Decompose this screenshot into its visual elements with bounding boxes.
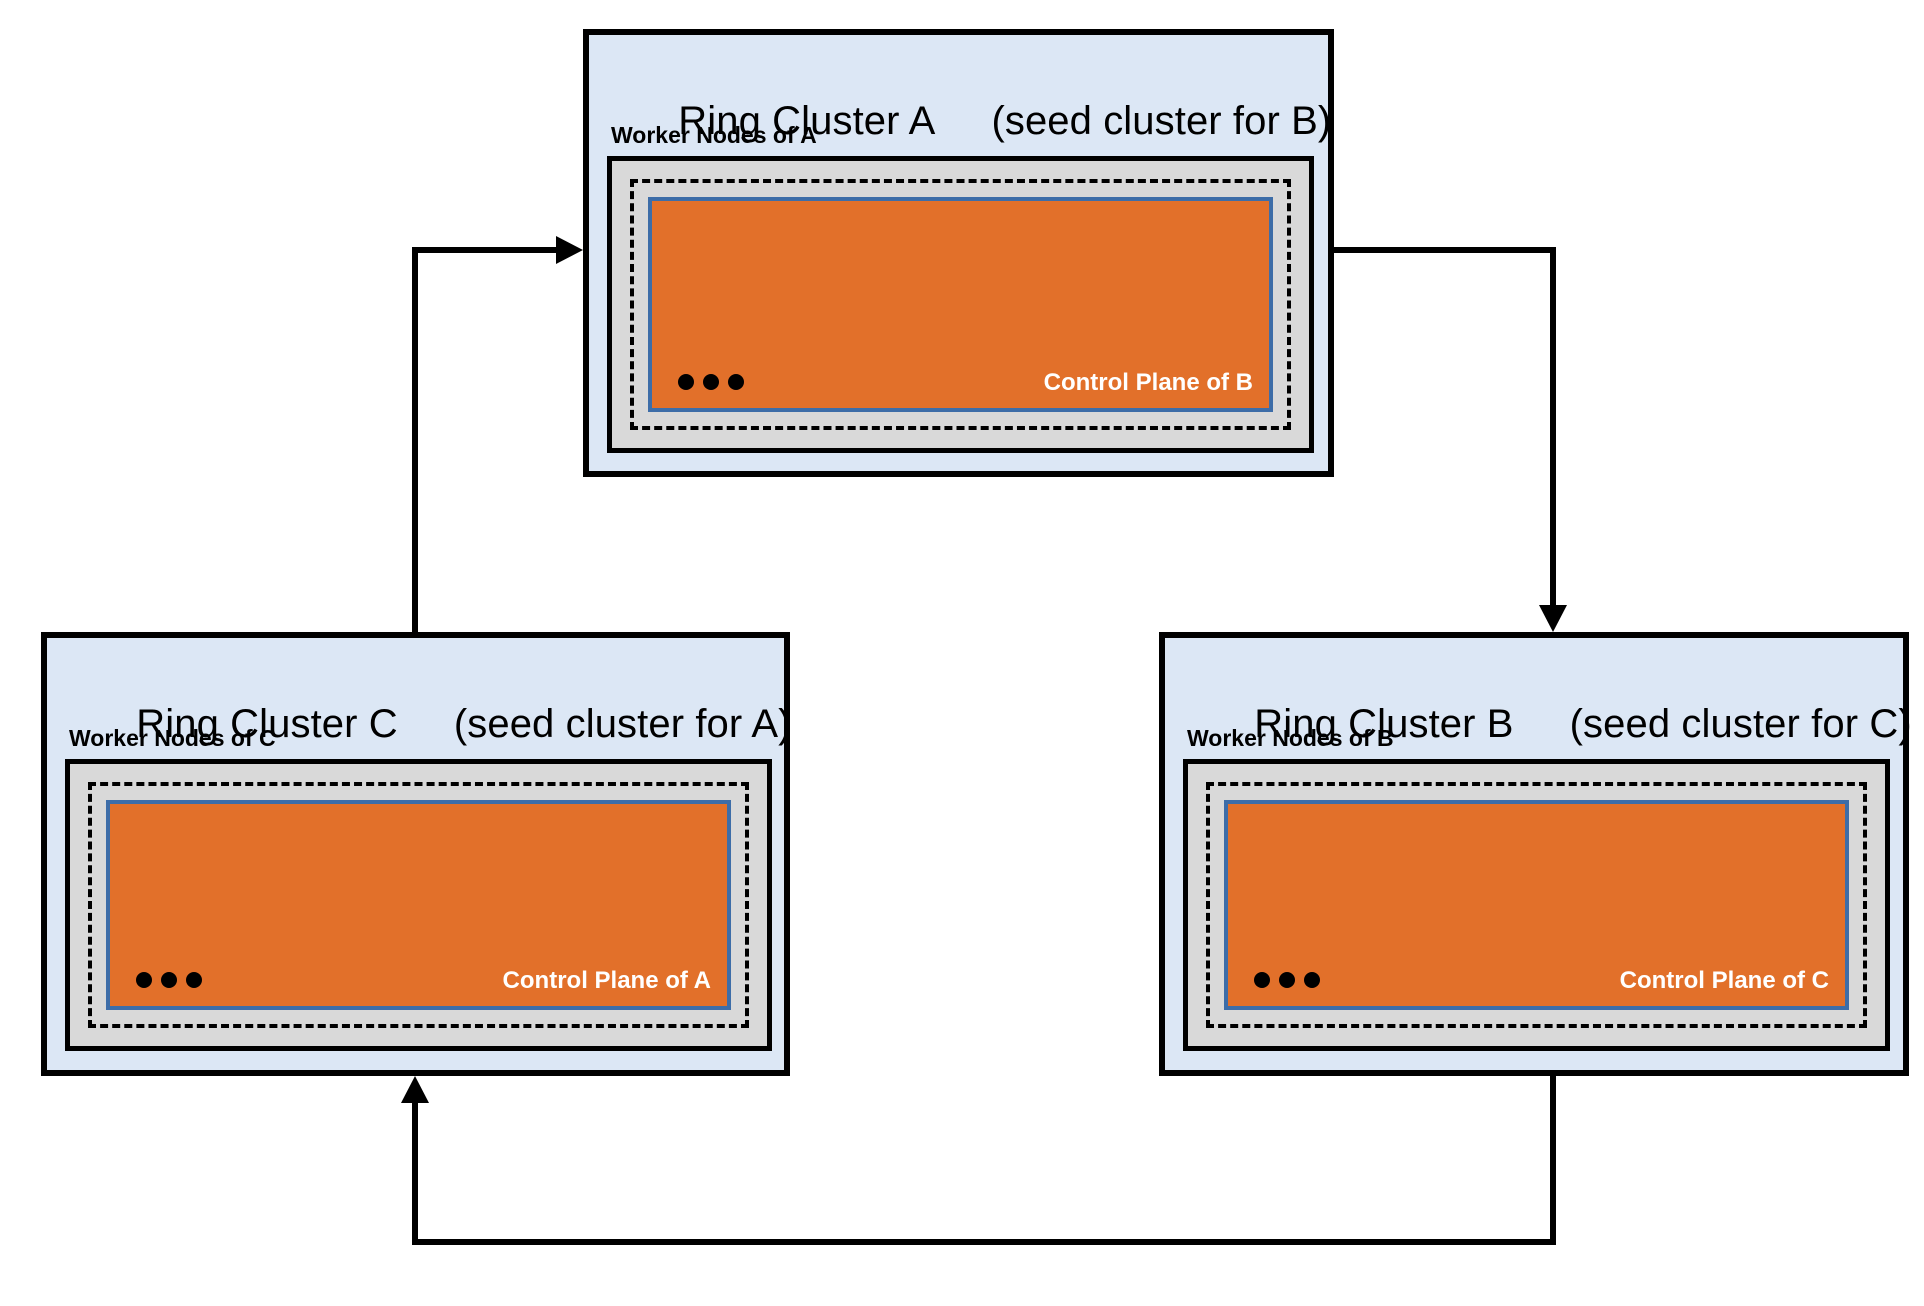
cluster-c-name: Ring Cluster C [136, 702, 398, 746]
dot-3 [728, 374, 744, 390]
cluster-b-title: Ring Cluster B (seed cluster for C) [1187, 652, 1912, 796]
ring-cluster-b[interactable]: Ring Cluster B (seed cluster for C) Work… [1159, 632, 1912, 1076]
cluster-b-worker-box[interactable]: Control Plane of C [1183, 759, 1890, 1051]
cluster-a-node-boundary: Control Plane of B [630, 179, 1291, 430]
cluster-b-ellipsis-dots [1254, 972, 1320, 988]
cluster-c-worker-label: Worker Nodes of C [69, 725, 276, 751]
dot-1 [678, 374, 694, 390]
cluster-c-node-boundary: Control Plane of A [88, 782, 749, 1028]
cluster-c-control-plane-box[interactable]: Control Plane of A [106, 800, 731, 1010]
cluster-b-seed-note: (seed cluster for C) [1569, 702, 1912, 746]
dot-2 [1279, 972, 1295, 988]
cluster-b-worker-label: Worker Nodes of B [1187, 725, 1394, 751]
ring-cluster-c[interactable]: Ring Cluster C (seed cluster for A) Work… [41, 632, 792, 1076]
dot-1 [1254, 972, 1270, 988]
dot-2 [161, 972, 177, 988]
dot-3 [1304, 972, 1320, 988]
ring-cluster-a[interactable]: Ring Cluster A (seed cluster for B) Work… [583, 29, 1334, 477]
cluster-c-seed-note: (seed cluster for A) [453, 702, 792, 746]
cluster-a-worker-box[interactable]: Control Plane of B [607, 156, 1314, 453]
cluster-a-name: Ring Cluster A [678, 99, 936, 143]
cluster-a-worker-label: Worker Nodes of A [611, 122, 817, 148]
cluster-b-control-plane-box[interactable]: Control Plane of C [1224, 800, 1849, 1010]
cluster-c-title: Ring Cluster C (seed cluster for A) [69, 652, 792, 796]
cluster-b-name: Ring Cluster B [1254, 702, 1514, 746]
dot-1 [136, 972, 152, 988]
cluster-b-control-plane-label: Control Plane of C [1619, 967, 1829, 994]
dot-2 [703, 374, 719, 390]
cluster-c-control-plane-label: Control Plane of A [502, 967, 711, 994]
arrow-a-to-b [1334, 247, 1567, 632]
dot-3 [186, 972, 202, 988]
cluster-a-title-spacer [935, 99, 991, 143]
cluster-c-worker-box[interactable]: Control Plane of A [65, 759, 772, 1051]
cluster-b-node-boundary: Control Plane of C [1206, 782, 1867, 1028]
cluster-b-title-spacer [1514, 702, 1570, 746]
cluster-a-control-plane-label: Control Plane of B [1043, 369, 1253, 396]
cluster-a-ellipsis-dots [678, 374, 744, 390]
arrow-c-to-a [412, 236, 583, 632]
arrow-b-to-c [401, 1076, 1556, 1245]
cluster-c-title-spacer [398, 702, 454, 746]
cluster-a-seed-note: (seed cluster for B) [991, 99, 1332, 143]
cluster-a-title: Ring Cluster A (seed cluster for B) [611, 49, 1331, 193]
cluster-a-control-plane-box[interactable]: Control Plane of B [648, 197, 1273, 412]
cluster-c-ellipsis-dots [136, 972, 202, 988]
